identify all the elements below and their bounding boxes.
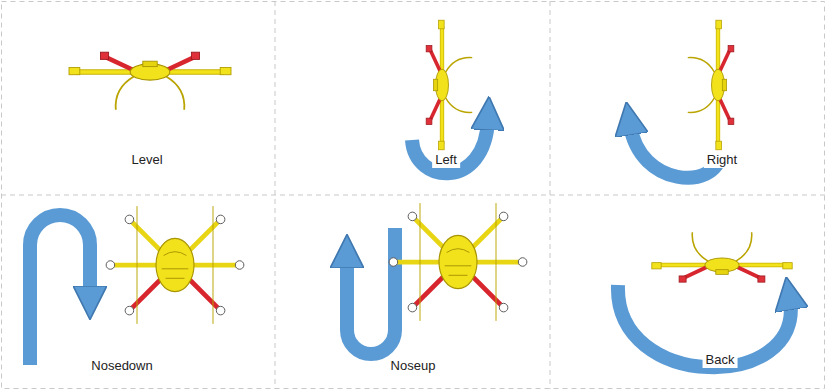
- view-label: Nosedown: [88, 358, 155, 374]
- view-label: Noseup: [388, 358, 439, 374]
- view-label: Level: [128, 152, 165, 168]
- view-label: Left: [432, 152, 460, 168]
- drone-illustrations: [69, 20, 792, 324]
- rotation-arrows: [30, 120, 791, 367]
- view-label: Right: [704, 152, 740, 168]
- view-label: Back: [703, 352, 738, 368]
